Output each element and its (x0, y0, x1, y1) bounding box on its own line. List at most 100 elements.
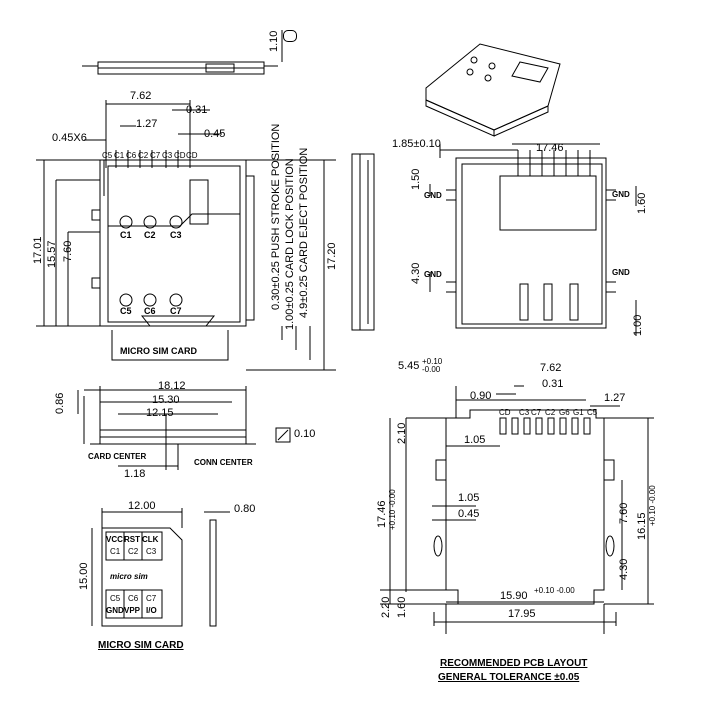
dim-0-86: 0.86 (54, 392, 66, 414)
dim-1-27: 1.27 (136, 118, 158, 130)
pad-id: C3 (146, 547, 157, 556)
dim-1-60: 1.60 (636, 192, 648, 214)
callout-bubble (283, 30, 297, 42)
pcb-pin: C2 (545, 408, 556, 417)
dim-17-46: 17.46 (376, 500, 388, 528)
gnd-label: GND (424, 270, 442, 279)
dim-15-00: 15.00 (78, 562, 90, 590)
pad-io: I/O (146, 606, 157, 615)
pad-clk: CLK (142, 535, 159, 544)
pcb-pin: C3 (519, 408, 530, 417)
dim-1-60: 1.60 (396, 596, 408, 618)
pad-vpp: VPP (124, 606, 141, 615)
pin-label: C3 (162, 151, 173, 160)
sim-card-outline (101, 527, 183, 627)
dim-7-62: 7.62 (540, 362, 562, 374)
pad-id: C5 (110, 594, 121, 603)
dim-card-eject: 4.9±0.25 CARD EJECT POSITION (298, 147, 310, 318)
dim-12-15: 12.15 (146, 407, 174, 419)
dim-1-10: 1.10 (268, 30, 280, 52)
pcb-pin: G1 (573, 408, 584, 417)
card-label: MICRO SIM CARD (120, 346, 197, 356)
iso-view (425, 43, 561, 131)
dim-16-15: 16.15 (636, 512, 648, 540)
dim-7-62: 7.62 (130, 90, 152, 102)
pin-label: C7 (150, 151, 161, 160)
dim-1-27: 1.27 (604, 392, 626, 404)
pad-vcc: VCC (106, 535, 123, 544)
dim-17-01: 17.01 (32, 236, 44, 264)
dim-5-45: 5.45 (398, 360, 420, 372)
dim-1-05-a: 1.05 (464, 434, 486, 446)
dim-17-20: 17.20 (326, 242, 338, 270)
dim-7-60: 7.60 (618, 502, 630, 524)
pad-id: C7 (146, 594, 157, 603)
dim-1-50: 1.50 (410, 168, 422, 190)
dim-15-57: 15.57 (46, 240, 58, 268)
pcb-pin: C5 (587, 408, 598, 417)
dim-17-46: 17.46 (536, 142, 564, 154)
dim-15-90: 15.90 (500, 590, 528, 602)
contact-label: C5 (120, 306, 132, 316)
pin-label: C2 (138, 151, 149, 160)
dim-0-10: 0.10 (294, 428, 316, 440)
dim-5-45-tol-up: +0.10 (422, 357, 443, 366)
card-brand: micro sim (110, 572, 148, 581)
pad-rst: RST (124, 535, 140, 544)
pad-id: C2 (128, 547, 139, 556)
gnd-label: GND (612, 190, 630, 199)
pin-label: CD (186, 151, 198, 160)
dim-4-30: 4.30 (618, 558, 630, 580)
card-center-label: CARD CENTER (88, 452, 147, 461)
dim-12-00: 12.00 (128, 500, 156, 512)
dim-7-60: 7.60 (62, 240, 74, 262)
pcb-pin: G6 (559, 408, 570, 417)
dim-17-46-tol: +0.10 -0.00 (388, 489, 397, 530)
dim-5-45-tol-dn: -0.00 (422, 365, 441, 374)
bottom-view-outline (455, 157, 607, 329)
dim-0-90: 0.90 (470, 390, 492, 402)
dim-push-stroke: 0.30±0.25 PUSH STROKE POSITION (270, 123, 282, 310)
dim-0-31: 0.31 (542, 378, 564, 390)
contact-label: C3 (170, 230, 182, 240)
dim-0-45: 0.45 (458, 508, 480, 520)
contact-label: C7 (170, 306, 182, 316)
dim-1-18: 1.18 (124, 468, 146, 480)
pad-id: C6 (128, 594, 139, 603)
dim-card-lock: 1.00±0.25 CARD LOCK POSITION (284, 158, 296, 330)
dim-17-95: 17.95 (508, 608, 536, 620)
pin-label: C5 (102, 151, 113, 160)
pin-label: CD (174, 151, 186, 160)
pcb-footprint (445, 409, 605, 605)
dim-15-90-tol: +0.10 -0.00 (534, 586, 575, 595)
dim-2-10: 2.10 (396, 422, 408, 444)
dim-18-12: 18.12 (158, 380, 186, 392)
dim-16-15-tol: +0.10 -0.00 (648, 485, 657, 526)
connector-outline (99, 159, 247, 327)
pad-gnd: GND (106, 606, 124, 615)
pin-label: C1 (114, 151, 125, 160)
card-title: MICRO SIM CARD (98, 640, 184, 651)
dim-0-80: 0.80 (234, 503, 256, 515)
tolerance-note: GENERAL TOLERANCE ±0.05 (438, 672, 580, 683)
dim-1-05-b: 1.05 (458, 492, 480, 504)
pcb-title: RECOMMENDED PCB LAYOUT (440, 658, 588, 669)
gnd-label: GND (612, 268, 630, 277)
conn-center-label: CONN CENTER (194, 458, 253, 467)
pin-label: C6 (126, 151, 137, 160)
dim-1-00: 1.00 (632, 314, 644, 336)
dim-0-45x6: 0.45X6 (52, 132, 87, 144)
dim-15-30: 15.30 (152, 394, 180, 406)
contact-label: C2 (144, 230, 156, 240)
contact-label: C6 (144, 306, 156, 316)
dim-2-20: 2.20 (380, 596, 392, 618)
gnd-label: GND (424, 191, 442, 200)
dim-0-45: 0.45 (204, 128, 226, 140)
pcb-pin: CD (499, 408, 511, 417)
pad-id: C1 (110, 547, 121, 556)
dim-0-31: 0.31 (186, 104, 208, 116)
dim-1-85: 1.85±0.10 (392, 138, 441, 150)
dim-4-30: 4.30 (410, 262, 422, 284)
